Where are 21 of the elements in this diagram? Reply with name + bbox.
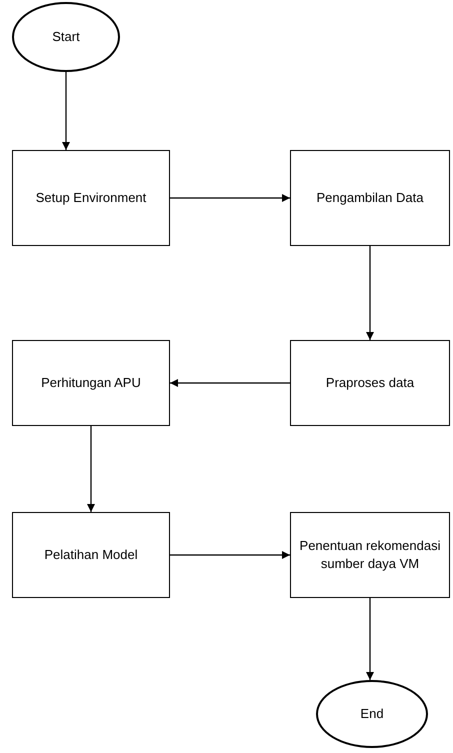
process-box — [290, 512, 450, 598]
arrow — [366, 598, 374, 680]
node-label: Start — [52, 28, 80, 46]
process-box — [12, 150, 170, 246]
arrow — [87, 426, 95, 512]
process-box — [290, 150, 450, 246]
node-label: Pengambilan Data — [316, 189, 424, 207]
process-box — [12, 340, 170, 426]
node-label: Setup Environment — [36, 189, 146, 207]
node-label: Pelatihan Model — [44, 546, 138, 564]
arrow — [170, 379, 290, 387]
node-label: Praproses data — [326, 374, 414, 392]
node-label: Penentuan rekomendasi sumber daya VM — [298, 537, 442, 573]
arrow — [62, 72, 70, 150]
node-label: End — [360, 705, 384, 723]
process-box — [290, 340, 450, 426]
arrow — [170, 194, 290, 202]
arrow — [170, 551, 290, 559]
arrow — [366, 246, 374, 340]
process-box — [12, 512, 170, 598]
node-label: Perhitungan APU — [41, 374, 141, 392]
